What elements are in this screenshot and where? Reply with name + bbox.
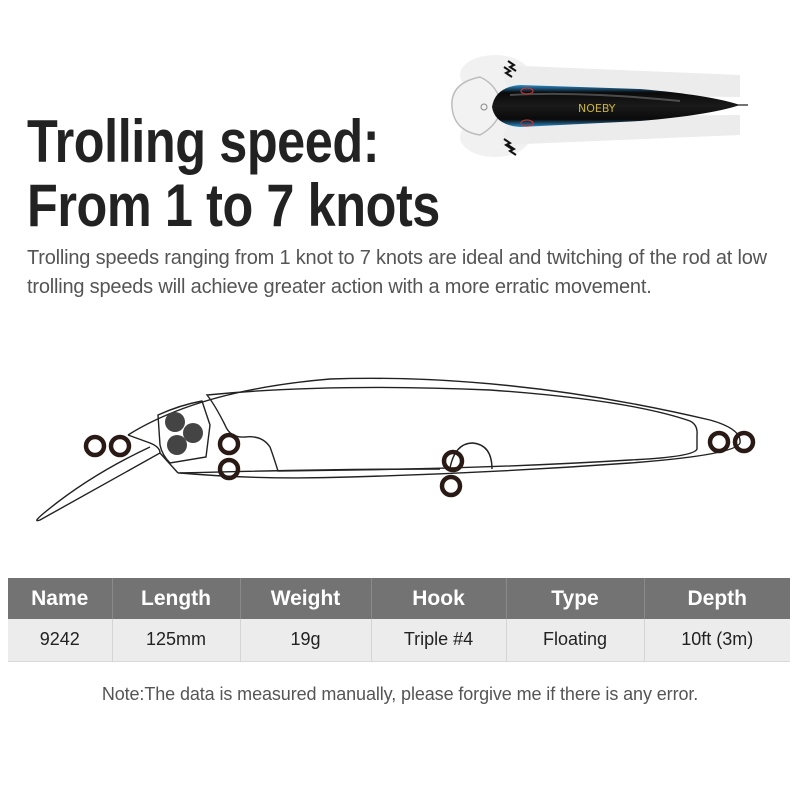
header-hook: Hook bbox=[371, 578, 507, 619]
cell-hook: Triple #4 bbox=[371, 619, 507, 662]
split-ring-icon bbox=[217, 432, 241, 481]
table-row: 9242 125mm 19g Triple #4 Floating 10ft (… bbox=[8, 619, 790, 662]
header-type: Type bbox=[506, 578, 645, 619]
split-ring-icon bbox=[707, 430, 756, 454]
brand-label: NOEBY bbox=[578, 102, 616, 115]
header-weight: Weight bbox=[240, 578, 372, 619]
cell-depth: 10ft (3m) bbox=[644, 619, 790, 662]
headline-line-1: Trolling speed: bbox=[27, 108, 380, 175]
cell-length: 125mm bbox=[112, 619, 241, 662]
header-name: Name bbox=[8, 578, 113, 619]
spec-table: Name Length Weight Hook Type Depth 9242 … bbox=[8, 578, 790, 662]
rattle-balls-icon bbox=[165, 412, 203, 455]
lure-photo: NOEBY bbox=[440, 45, 750, 165]
split-ring-icon bbox=[439, 449, 465, 498]
split-ring-icon bbox=[83, 434, 132, 458]
vibration-icon bbox=[503, 60, 517, 78]
footnote: Note:The data is measured manually, plea… bbox=[101, 684, 699, 704]
description-text: Trolling speeds ranging from 1 knot to 7… bbox=[27, 247, 767, 298]
cell-weight: 19g bbox=[240, 619, 372, 662]
header-depth: Depth bbox=[644, 578, 790, 619]
cell-type: Floating bbox=[506, 619, 645, 662]
headline-line-2: From 1 to 7 knots bbox=[27, 172, 440, 239]
headline: Trolling speed: From 1 to 7 knots bbox=[27, 110, 440, 238]
header-length: Length bbox=[112, 578, 241, 619]
table-header-row: Name Length Weight Hook Type Depth bbox=[8, 578, 790, 619]
cell-name: 9242 bbox=[8, 619, 113, 662]
lure-diagram bbox=[30, 365, 770, 535]
vibration-icon bbox=[503, 138, 517, 156]
